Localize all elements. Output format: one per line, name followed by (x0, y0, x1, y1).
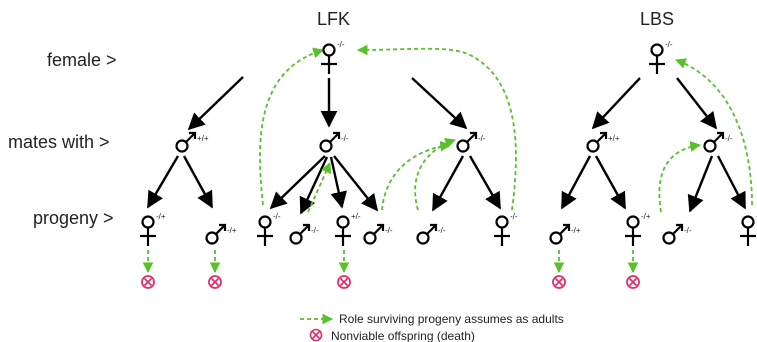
legend-death-text: Nonviable offspring (death) (331, 329, 475, 342)
arrow-lbs-female-to-mate-wt (591, 77, 641, 130)
arrow-lfk-right-mate-to-progeny-1 (431, 155, 465, 212)
progeny-male-het-1: -/+ (205, 223, 237, 245)
arrow-lfk-female-to-mate-right (411, 77, 468, 130)
genotype-label: -/+ (227, 226, 237, 235)
arrow-lfk-mate-to-progeny-3 (329, 156, 347, 209)
role-arrow-lfk-progeny4-to-rightmate (381, 140, 452, 211)
progeny-male-ko-lfk-3: -/- (416, 223, 446, 245)
arrow-mate-wt-to-progeny-1 (146, 155, 180, 209)
progeny-male-ko-lfk: -/- (289, 223, 319, 245)
nonviable-x-icon (626, 275, 640, 289)
arrow-lbs-mate-wt-to-progeny-2 (594, 155, 627, 210)
nonviable-x-icon (208, 275, 222, 289)
group-label-lbs: LBS (640, 9, 675, 29)
lfk-female-symbol-icon: -/- (321, 40, 345, 74)
legend-death-icon (309, 328, 323, 342)
role-arrow-lfk-rightprogeny1-to-rightmate (414, 137, 457, 211)
role-arrow-lfk-progeny1-to-female (259, 47, 325, 206)
arrow-female-to-mate-wt (187, 76, 244, 131)
arrow-lbs-mate-wt-to-progeny-1 (560, 155, 592, 210)
black-arrows (146, 76, 747, 215)
genotype-label: -/- (478, 134, 486, 143)
nonviable-x-icon (337, 275, 351, 289)
arrow-lfk-mate-to-progeny-1 (269, 155, 326, 210)
nonviable-markers (141, 275, 640, 289)
genotype-label: -/- (510, 212, 518, 221)
progeny-female-ko-lfk-2: -/- (494, 212, 518, 246)
genotype-label: -/- (665, 40, 673, 49)
genotype-label: -/- (725, 134, 733, 143)
lbs-mate-wt-male-symbol-icon: +/+ (586, 131, 620, 153)
row-label-progeny: progeny > (33, 208, 114, 228)
row-label-female: female > (47, 50, 117, 70)
arrow-lfk-mate-to-progeny-4 (333, 155, 379, 212)
role-arrow-lbs-rightprogeny-to-female (674, 58, 753, 206)
progeny-female-het-lfk: +/- (335, 212, 361, 246)
role-arrow-lfk-progeny2-to-mate (307, 162, 331, 213)
arrow-lbs-mate-ko-to-progeny-2 (716, 155, 747, 210)
legend: Role surviving progeny assumes as adults… (309, 312, 564, 342)
nonviable-x-icon (141, 275, 155, 289)
genotype-label: -/- (385, 226, 393, 235)
genotype-label: -/+ (156, 212, 166, 221)
progeny-female-ko-lfk: -/- (257, 212, 281, 246)
genotype-label: -/- (273, 212, 281, 221)
lfk-right-mate-male-symbol-icon: -/- (456, 131, 486, 153)
genotype-label: -/- (337, 40, 345, 49)
role-arrows (142, 44, 753, 325)
progeny-male-het-lbs: -/+ (549, 223, 581, 245)
progeny-female-ko-lbs: -/- (740, 212, 757, 246)
lbs-female-symbol-icon: -/- (649, 40, 673, 74)
progeny-male-ko-lbs: -/- (662, 223, 692, 245)
genotype-label: -/- (438, 226, 446, 235)
nonviable-x-icon (552, 275, 566, 289)
arrow-lbs-female-to-mate-ko (676, 77, 718, 130)
group-label-lfk: LFK (317, 9, 351, 29)
progeny-female-het-lbs: -/+ (625, 212, 651, 246)
genotype-label: -/+ (571, 226, 581, 235)
genotype-label: +/+ (608, 134, 620, 143)
genotype-label: +/+ (197, 134, 209, 143)
lfk-mate-male-symbol-icon: -/- (319, 131, 349, 153)
row-label-mates-with: mates with > (8, 132, 110, 152)
genotype-label: -/+ (641, 212, 651, 221)
arrow-lbs-mate-ko-to-progeny-1 (687, 155, 714, 213)
sex-symbols: -/- -/- +/+ -/- -/- +/+ -/- -/+ -/+ -/- -/- +/- -/- -… (140, 40, 757, 246)
progeny-male-ko-lfk-2: -/- (363, 223, 393, 245)
genotype-label: -/- (341, 134, 349, 143)
role-arrow-lfk-rightprogeny2-to-female (356, 44, 517, 211)
genotype-label: -/- (311, 226, 319, 235)
legend-role-text: Role surviving progeny assumes as adults (339, 312, 564, 326)
arrow-lfk-right-mate-to-progeny-2 (468, 155, 502, 210)
genotype-label: -/- (684, 226, 692, 235)
progeny-female-het-1: -/+ (140, 212, 166, 246)
mate-wt-male-symbol-icon: +/+ (175, 131, 209, 153)
role-arrow-lbs-progeny-to-mate-ko (658, 141, 702, 213)
genotype-label: +/- (351, 212, 361, 221)
arrow-mate-wt-to-progeny-2 (182, 155, 214, 209)
lbs-mate-ko-male-symbol-icon: -/- (703, 131, 733, 153)
